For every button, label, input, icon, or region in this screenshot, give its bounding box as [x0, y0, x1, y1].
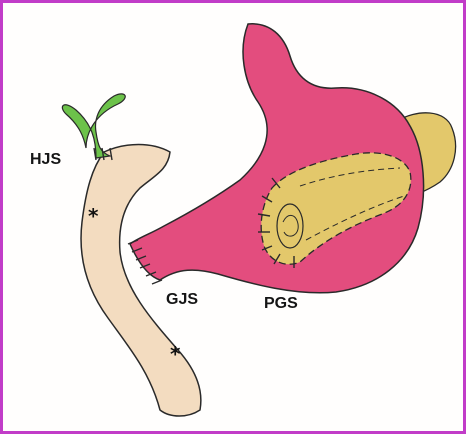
label-hjs: HJS — [30, 152, 61, 168]
asterisk-lower: * — [170, 344, 180, 364]
label-gjs: GJS — [166, 292, 198, 308]
label-pgs: PGS — [264, 296, 298, 312]
jejunum — [81, 145, 201, 417]
asterisk-upper: * — [88, 206, 98, 226]
